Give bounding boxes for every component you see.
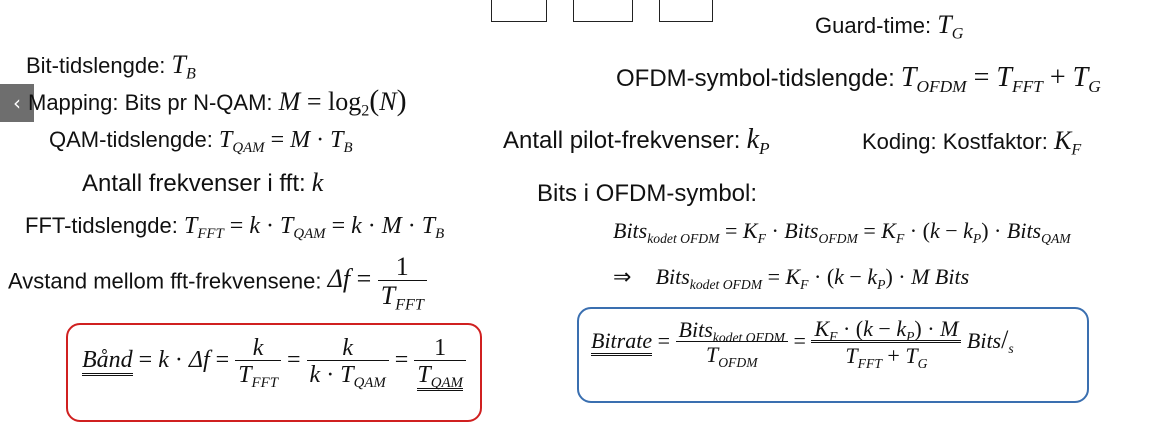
previous-slide-button[interactable]: ‹ (0, 84, 34, 122)
coding-cost-line: Koding: Kostfaktor: KF (862, 126, 1082, 159)
bit-duration-line: Bit-tidslengde: TB (26, 50, 196, 83)
fft-duration-line: FFT-tidslengde: TFFT = k · TQAM = k · M … (25, 213, 445, 243)
bitrate-formula-box (577, 307, 1089, 403)
coded-bits-formula: Bitskodet OFDM = KF · BitsOFDM = KF · (k… (613, 218, 1071, 246)
coded-bits-m-formula: ⇒ Bitskodet OFDM = KF · (k − kP) · M Bit… (613, 264, 970, 292)
mapping-line: Mapping: Bits pr N-QAM: M = log2(N) (28, 84, 407, 120)
fft-frequencies-line: Antall frekvenser i fft: k (82, 168, 324, 197)
diagram-block-3 (659, 0, 713, 22)
diagram-block-1 (491, 0, 547, 22)
guard-time-line: Guard-time: TG (815, 10, 964, 43)
qam-duration-line: QAM-tidslengde: TQAM = M · TB (49, 127, 353, 157)
chevron-left-icon: ‹ (13, 91, 21, 115)
pilot-frequencies-line: Antall pilot-frekvenser: kP (503, 124, 770, 159)
diagram-block-2 (573, 0, 633, 22)
ofdm-bits-heading: Bits i OFDM-symbol: (537, 180, 758, 207)
ofdm-duration-line: OFDM-symbol-tidslengde: TOFDM = TFFT + T… (616, 62, 1101, 97)
